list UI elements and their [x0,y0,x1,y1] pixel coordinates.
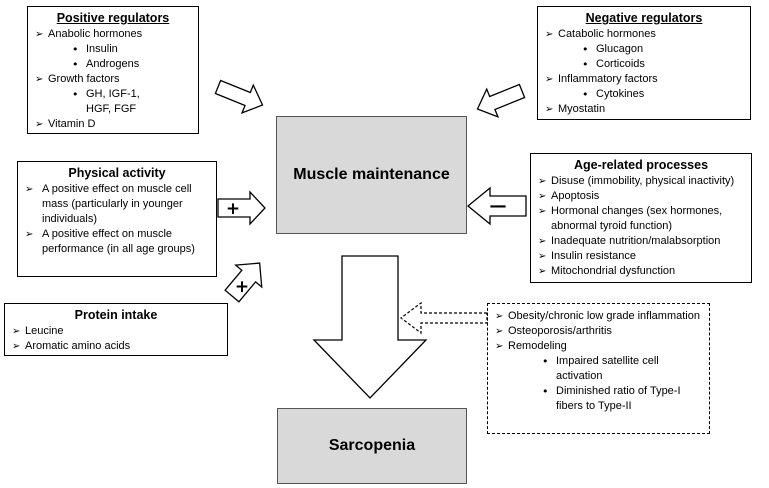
list-item: Insulin resistance [537,249,745,264]
muscle-maintenance-box: Muscle maintenance [276,116,467,234]
protein-intake-arrow [224,262,263,303]
list-item: Inflammatory factors [544,72,744,87]
list-item: Leucine [11,324,221,339]
comorbidities-dashed-arrow [400,301,488,335]
list-item: Myostatin [544,102,744,117]
list-item: Catabolic hormones [544,27,744,42]
positive-regulators-title: Positive regulators [56,11,170,25]
progression-down-arrow [312,255,428,399]
list-item: Disuse (immobility, physical inactivity) [537,174,745,189]
list-item: A positive effect on muscle performance … [24,227,210,257]
list-subitem: GH, IGF-1, HGF, FGF [34,87,146,117]
sarcopenia-box: Sarcopenia [277,408,467,484]
list-item: Vitamin D [34,117,192,132]
plus-sign: + [235,277,249,297]
list-item: Osteoporosis/arthritis [494,324,703,339]
physical-activity-box: Physical activity A positive effect on m… [17,161,217,277]
list-subitem: Androgens [34,57,192,72]
list-subitem: Cytokines [544,87,744,102]
plus-sign: + [226,199,240,219]
physical-activity-arrow [217,190,266,226]
list-item: Apoptosis [537,189,745,204]
protein-intake-title: Protein intake [74,308,158,322]
sarcopenia-label: Sarcopenia [328,437,416,454]
list-item: Remodeling [494,339,703,354]
protein-intake-box: Protein intake Leucine Aromatic amino ac… [4,303,228,356]
list-item: Inadequate nutrition/malabsorption [537,234,745,249]
age-related-arrow [466,186,527,226]
list-item: Obesity/chronic low grade inflammation [494,309,703,324]
comorbidities-box: Obesity/chronic low grade inflammation O… [487,303,710,434]
minus-sign: — [490,196,507,216]
positive-regulators-box: Positive regulators Anabolic hormones In… [27,6,199,134]
list-item: Hormonal changes (sex hormones, abnormal… [537,204,745,234]
list-subitem: Glucagon [544,42,744,57]
list-item: Anabolic hormones [34,27,192,42]
muscle-maintenance-label: Muscle maintenance [293,166,450,183]
list-subitem: Impaired satellite cell activation [494,354,703,384]
negative-regulators-title: Negative regulators [585,11,703,25]
age-related-processes-title: Age-related processes [573,158,709,172]
list-subitem: Corticoids [544,57,744,72]
list-item: Mitochondrial dysfunction [537,264,745,279]
positive-regulators-arrow [214,79,264,115]
list-item: Aromatic amino acids [11,339,221,354]
list-subitem: Insulin [34,42,192,57]
physical-activity-title: Physical activity [68,166,166,180]
negative-regulators-arrow [476,83,526,119]
list-subitem: Diminished ratio of Type-I fibers to Typ… [494,384,703,414]
list-item: Growth factors [34,72,192,87]
negative-regulators-box: Negative regulators Catabolic hormones G… [537,6,751,120]
age-related-processes-box: Age-related processes Disuse (immobility… [530,153,752,283]
list-item: A positive effect on muscle cell mass (p… [24,182,210,227]
